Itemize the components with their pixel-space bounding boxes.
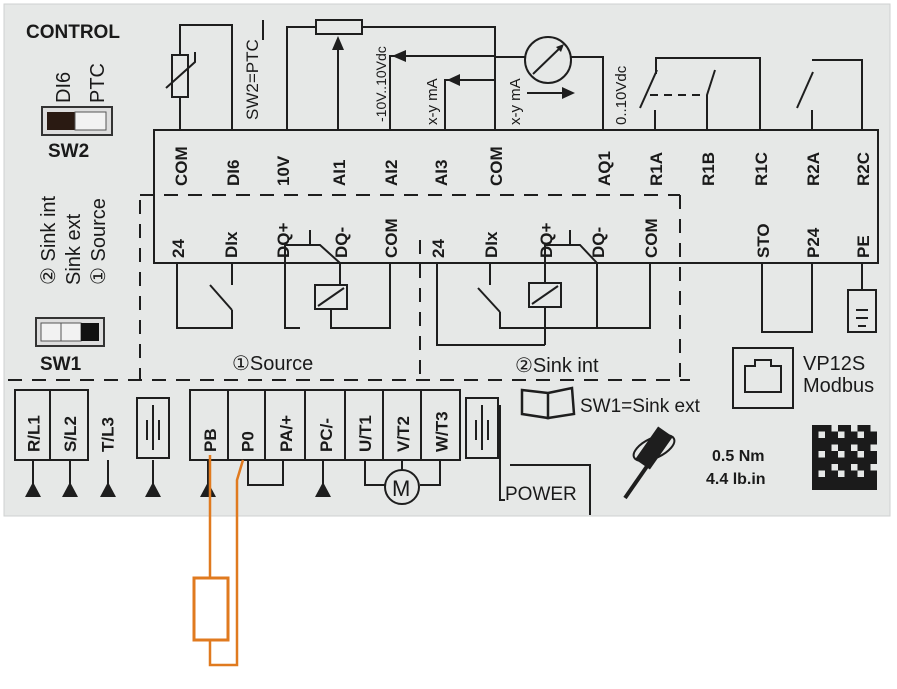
terminal-label: DIx	[222, 231, 241, 258]
arrow-icon	[315, 482, 331, 497]
terminal-label: AI3	[432, 160, 451, 186]
manual-book-icon	[520, 386, 576, 420]
torque-nm: 0.5 Nm	[712, 448, 764, 465]
terminal-label: R1C	[752, 152, 771, 186]
screwdriver-torque-icon	[623, 426, 676, 500]
ptc-thermistor-symbol	[165, 24, 233, 130]
port-protocol: Modbus	[803, 375, 874, 397]
power-terminal-label: PA/+	[277, 415, 296, 452]
terminal-label: PE	[854, 235, 873, 258]
terminal-label: COM	[487, 146, 506, 186]
terminal-label: P24	[804, 227, 823, 258]
sink-int-mode-label: ②Sink int	[515, 355, 599, 377]
source-mode-label: ①Source	[232, 353, 313, 375]
svg-text:SW1: SW1	[40, 354, 82, 375]
terminal-label: 24	[429, 239, 448, 258]
ai2-range: -10V..10Vdc	[373, 46, 389, 122]
power-terminal-label: V/T2	[394, 416, 413, 452]
com-range: x-y mA	[507, 78, 524, 125]
sto-pe-circuit-symbol	[761, 263, 877, 333]
torque-lbin: 4.4 lb.in	[706, 471, 766, 488]
sw1-switch: ② Sink int Sink ext ① Source SW1	[35, 195, 110, 375]
sw1-sink-ext-note: SW1=Sink ext	[580, 396, 701, 417]
aq1-range: 0..10Vdc	[613, 65, 630, 125]
terminal-label: 24	[169, 239, 188, 258]
sink-int-circuit-symbol	[436, 230, 651, 346]
svg-text:M: M	[392, 476, 410, 501]
terminal-label: AI2	[382, 160, 401, 186]
label-background	[3, 3, 891, 517]
meter-symbol	[495, 36, 604, 130]
control-terminal-block	[153, 129, 879, 264]
power-terminal-label: P0	[239, 431, 258, 452]
terminal-label: DI6	[224, 160, 243, 186]
terminal-label: DQ+	[274, 223, 293, 259]
svg-text:① Source: ① Source	[88, 198, 110, 285]
terminal-label: DQ-	[332, 227, 351, 258]
port-name: VP12S	[803, 353, 865, 375]
terminal-label: STO	[754, 223, 773, 258]
brake-resistor-annotation	[192, 455, 245, 667]
terminal-label: COM	[382, 218, 401, 258]
terminal-label: COM	[172, 146, 191, 186]
power-terminal-label: T/L3	[99, 417, 118, 452]
terminal-label: R1B	[699, 152, 718, 186]
power-terminal-label: W/T3	[433, 411, 452, 452]
svg-text:SW2: SW2	[48, 141, 89, 162]
svg-text:Sink ext: Sink ext	[63, 213, 85, 285]
top-terminal-row: COM DI6 10V AI1 AI2 AI3 COM AQ1 R1A R1B R1C R2A R2C	[172, 146, 873, 186]
sw2-switch: DI6 PTC SW2	[41, 63, 113, 162]
arrow-icon	[62, 482, 78, 497]
terminal-label: DQ-	[589, 227, 608, 258]
power-label: POWER	[505, 484, 577, 505]
arrow-icon	[100, 482, 116, 497]
terminal-label: DIx	[482, 231, 501, 258]
svg-text:② Sink int: ② Sink int	[38, 195, 60, 285]
ground-terminal-icon	[136, 397, 170, 459]
motor-symbol: M	[247, 460, 441, 505]
source-circuit-symbol	[176, 230, 391, 329]
terminal-label: R1A	[647, 152, 666, 186]
terminal-label: R2C	[854, 152, 873, 186]
terminal-label: COM	[642, 218, 661, 258]
power-terminal-label: PC/-	[317, 418, 336, 452]
svg-text:PTC: PTC	[87, 63, 109, 103]
terminal-label: R2A	[804, 152, 823, 186]
power-terminal-label: R/L1	[25, 415, 44, 452]
svg-text:DI6: DI6	[53, 72, 75, 103]
relay-contacts-symbol	[639, 57, 863, 130]
control-title: CONTROL	[26, 22, 120, 43]
bottom-terminal-row: 24 DIx DQ+ DQ- COM 24 DIx DQ+ DQ- COM STO P24 PE	[169, 218, 873, 258]
potentiometer-symbol	[286, 19, 496, 130]
terminal-arrow-icons	[25, 460, 331, 497]
datamatrix-code	[812, 425, 877, 490]
terminal-label: 10V	[274, 155, 293, 186]
sw2-ptc-note: SW2=PTC	[243, 39, 262, 120]
modbus-port-icon	[732, 347, 794, 409]
arrow-icon	[200, 482, 216, 497]
power-terminal-label: U/T1	[356, 415, 375, 452]
power-terminal-block: R/L1 S/L2 T/L3 PB P0 PA/+ PC/- U/T1 V/T2 W/T3	[14, 389, 461, 461]
ground-terminal-icon	[465, 397, 499, 459]
terminal-label: AI1	[330, 160, 349, 186]
terminal-label: AQ1	[595, 151, 614, 186]
power-terminal-label: S/L2	[61, 416, 80, 452]
terminal-label: DQ+	[537, 223, 556, 259]
arrow-icon	[145, 482, 161, 497]
ai3-range: x-y mA	[424, 78, 441, 125]
arrow-icon	[25, 482, 41, 497]
power-terminal-label: PB	[201, 428, 220, 452]
